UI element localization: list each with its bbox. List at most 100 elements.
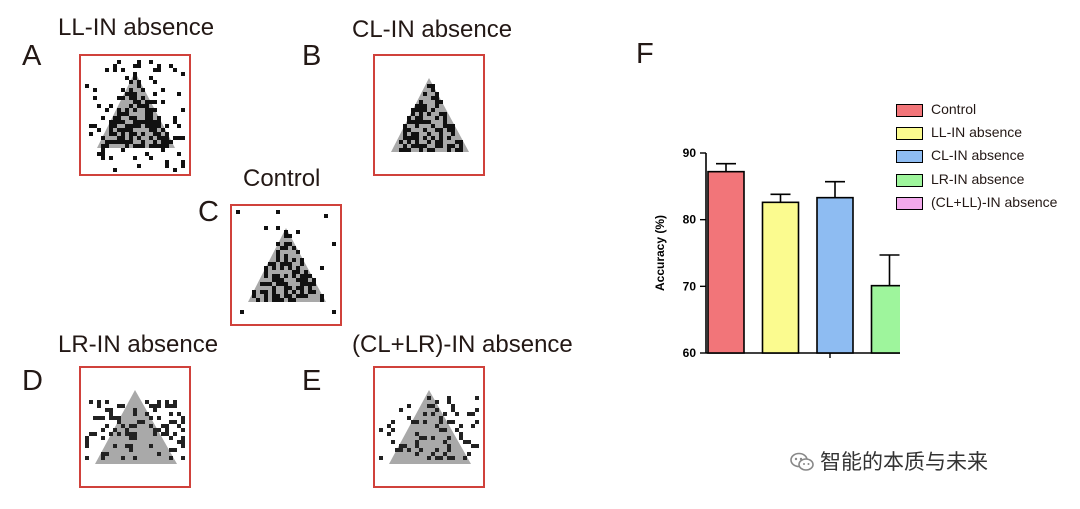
pixel xyxy=(113,132,117,136)
pixel xyxy=(447,448,451,452)
pixel xyxy=(411,108,415,112)
pixel xyxy=(284,294,288,298)
pixel xyxy=(177,412,181,416)
pixel xyxy=(272,266,276,270)
panel-c-pattern xyxy=(236,210,336,314)
pixel xyxy=(101,148,105,152)
pixel xyxy=(113,116,117,120)
pixel xyxy=(292,298,296,302)
pixel xyxy=(149,108,153,112)
pixel xyxy=(443,412,447,416)
pixel xyxy=(387,424,391,428)
pixel xyxy=(435,116,439,120)
pixel xyxy=(415,136,419,140)
pixel xyxy=(431,412,435,416)
pixel xyxy=(101,416,105,420)
pixel xyxy=(451,128,455,132)
pixel xyxy=(149,156,153,160)
panel-a-pattern xyxy=(85,60,185,172)
pixel xyxy=(117,432,121,436)
legend-label: CL-IN absence xyxy=(931,147,1025,164)
pixel xyxy=(276,226,280,230)
pixel xyxy=(165,160,169,164)
panel-title-d: LR-IN absence xyxy=(58,331,219,358)
pixel xyxy=(399,444,403,448)
pixel xyxy=(284,262,288,266)
pixel xyxy=(137,104,141,108)
pixel xyxy=(129,80,133,84)
pixel xyxy=(93,416,97,420)
pixel xyxy=(141,140,145,144)
pixel xyxy=(125,92,129,96)
pixel xyxy=(284,258,288,262)
panel-a-frame xyxy=(79,54,191,176)
pixel xyxy=(264,290,268,294)
pixel xyxy=(133,108,137,112)
pixel xyxy=(276,298,280,302)
pixel xyxy=(177,440,181,444)
pixel xyxy=(399,140,403,144)
pixel xyxy=(85,440,89,444)
pixel xyxy=(407,404,411,408)
pixel xyxy=(296,266,300,270)
pixel xyxy=(403,124,407,128)
pixel xyxy=(133,124,137,128)
pixel xyxy=(137,64,141,68)
pixel xyxy=(121,96,125,100)
pixel xyxy=(419,436,423,440)
pixel xyxy=(173,400,177,404)
pixel xyxy=(165,132,169,136)
pixel xyxy=(105,68,109,72)
pixel xyxy=(427,456,431,460)
pixel xyxy=(419,108,423,112)
pixel xyxy=(407,416,411,420)
pixel xyxy=(181,108,185,112)
pixel xyxy=(157,416,161,420)
pixel xyxy=(403,132,407,136)
pixel xyxy=(165,136,169,140)
pixel xyxy=(145,104,149,108)
pixel xyxy=(236,210,240,214)
pixel xyxy=(423,108,427,112)
pixel xyxy=(276,210,280,214)
pixel xyxy=(280,246,284,250)
pixel xyxy=(332,242,336,246)
pixel xyxy=(85,444,89,448)
pixel xyxy=(300,282,304,286)
pixel xyxy=(284,254,288,258)
pixel xyxy=(320,266,324,270)
pixel xyxy=(133,120,137,124)
pixel xyxy=(387,432,391,436)
pixel xyxy=(109,132,113,136)
pixel xyxy=(320,294,324,298)
pixel xyxy=(439,136,443,140)
pixel xyxy=(129,424,133,428)
pixel xyxy=(272,294,276,298)
panel-b-frame xyxy=(373,54,485,176)
pixel xyxy=(161,100,165,104)
pixel xyxy=(117,416,121,420)
pixel xyxy=(129,140,133,144)
pixel xyxy=(284,246,288,250)
pixel xyxy=(161,424,165,428)
pixel xyxy=(423,128,427,132)
pixel xyxy=(471,424,475,428)
pixel xyxy=(165,432,169,436)
bar xyxy=(816,196,854,354)
panel-e-frame xyxy=(373,366,485,488)
pixel xyxy=(415,132,419,136)
pixel xyxy=(288,234,292,238)
pixel xyxy=(284,242,288,246)
pixel xyxy=(431,96,435,100)
pixel xyxy=(137,80,141,84)
pixel xyxy=(419,112,423,116)
pixel xyxy=(181,160,185,164)
pixel xyxy=(93,124,97,128)
pixel xyxy=(161,128,165,132)
pixel xyxy=(109,408,113,412)
pixel xyxy=(443,120,447,124)
pixel xyxy=(133,436,137,440)
pixel xyxy=(141,144,145,148)
pixel xyxy=(121,120,125,124)
pixel xyxy=(415,124,419,128)
